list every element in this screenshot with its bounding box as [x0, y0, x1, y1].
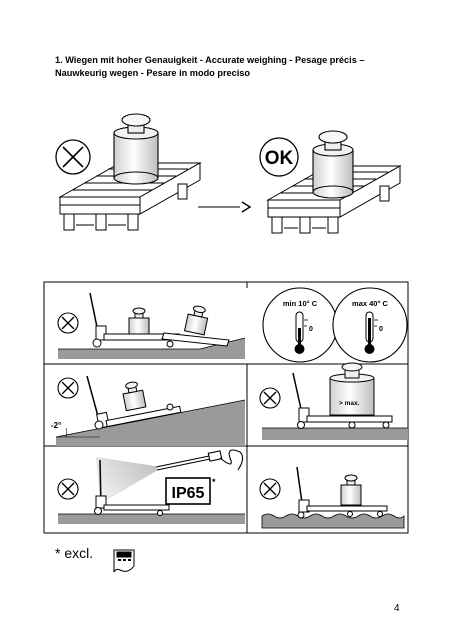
cross-icon — [57, 312, 79, 334]
ok-icon: OK — [259, 137, 299, 177]
heading-line-2: Nauwkeurig wegen - Pesare in modo precis… — [55, 68, 251, 78]
ok-label: OK — [265, 148, 294, 169]
slope-label: -2° — [51, 421, 61, 430]
panel-slope: -2° — [51, 375, 246, 446]
thermo-max-label: max 40° C — [352, 299, 389, 308]
heading-line-1: 1. Wiegen mit hoher Genauigkeit - Accura… — [55, 55, 365, 65]
panel-overload: > max. — [259, 362, 408, 440]
cross-icon — [259, 387, 281, 409]
panel-water: IP65 * — [57, 449, 245, 524]
scale-indicator-icon — [113, 549, 135, 573]
max-label: > max. — [339, 400, 360, 407]
cross-icon — [57, 478, 79, 500]
cross-icon — [55, 139, 91, 175]
panel-wet-floor — [259, 466, 405, 529]
panel-temperature: min 10° C 0 max 40° C 0 — [262, 287, 408, 363]
thermo-zero-label: 0 — [309, 326, 313, 333]
ip65-badge: IP65 * — [165, 477, 216, 505]
right-arrow — [198, 201, 252, 213]
weight-right — [312, 130, 354, 199]
cross-icon — [259, 478, 281, 500]
thermometer-min-icon: min 10° C 0 — [262, 287, 338, 363]
ip65-label: IP65 — [172, 485, 205, 502]
thermometer-max-icon: max 40° C 0 — [332, 287, 408, 363]
cross-icon — [57, 377, 79, 399]
weight-left — [113, 113, 159, 185]
footnote-excl: * excl. — [55, 545, 94, 561]
thermo-min-label: min 10° C — [283, 299, 318, 308]
section-heading: 1. Wiegen mit hoher Genauigkeit - Accura… — [55, 54, 395, 80]
thermo-zero-label-max: 0 — [379, 326, 383, 333]
page-number: 4 — [394, 603, 400, 614]
panel-uneven-floor — [57, 292, 246, 359]
ip65-asterisk: * — [212, 477, 216, 487]
